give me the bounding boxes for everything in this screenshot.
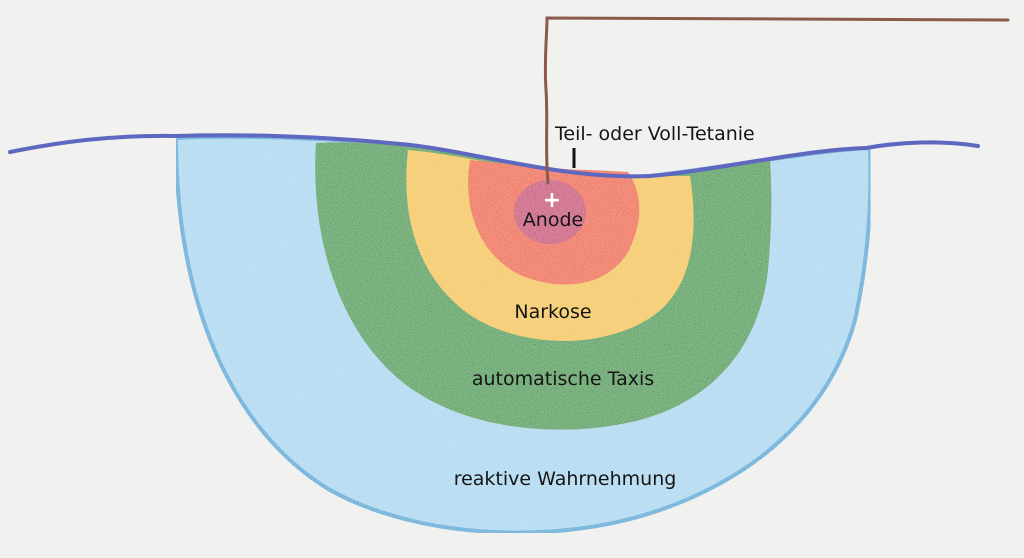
water-surface-line [8,133,980,179]
label-anode: Anode [523,209,583,231]
electrode-wire [543,16,1010,185]
label-taxis: automatische Taxis [472,368,654,390]
label-tetany: Teil- oder Voll-Tetanie [554,123,755,145]
label-perception: reaktive Wahrnehmung [454,468,677,490]
anode-circle [514,180,586,244]
label-narcosis: Narkose [514,301,591,323]
label-plus: + [543,188,561,213]
